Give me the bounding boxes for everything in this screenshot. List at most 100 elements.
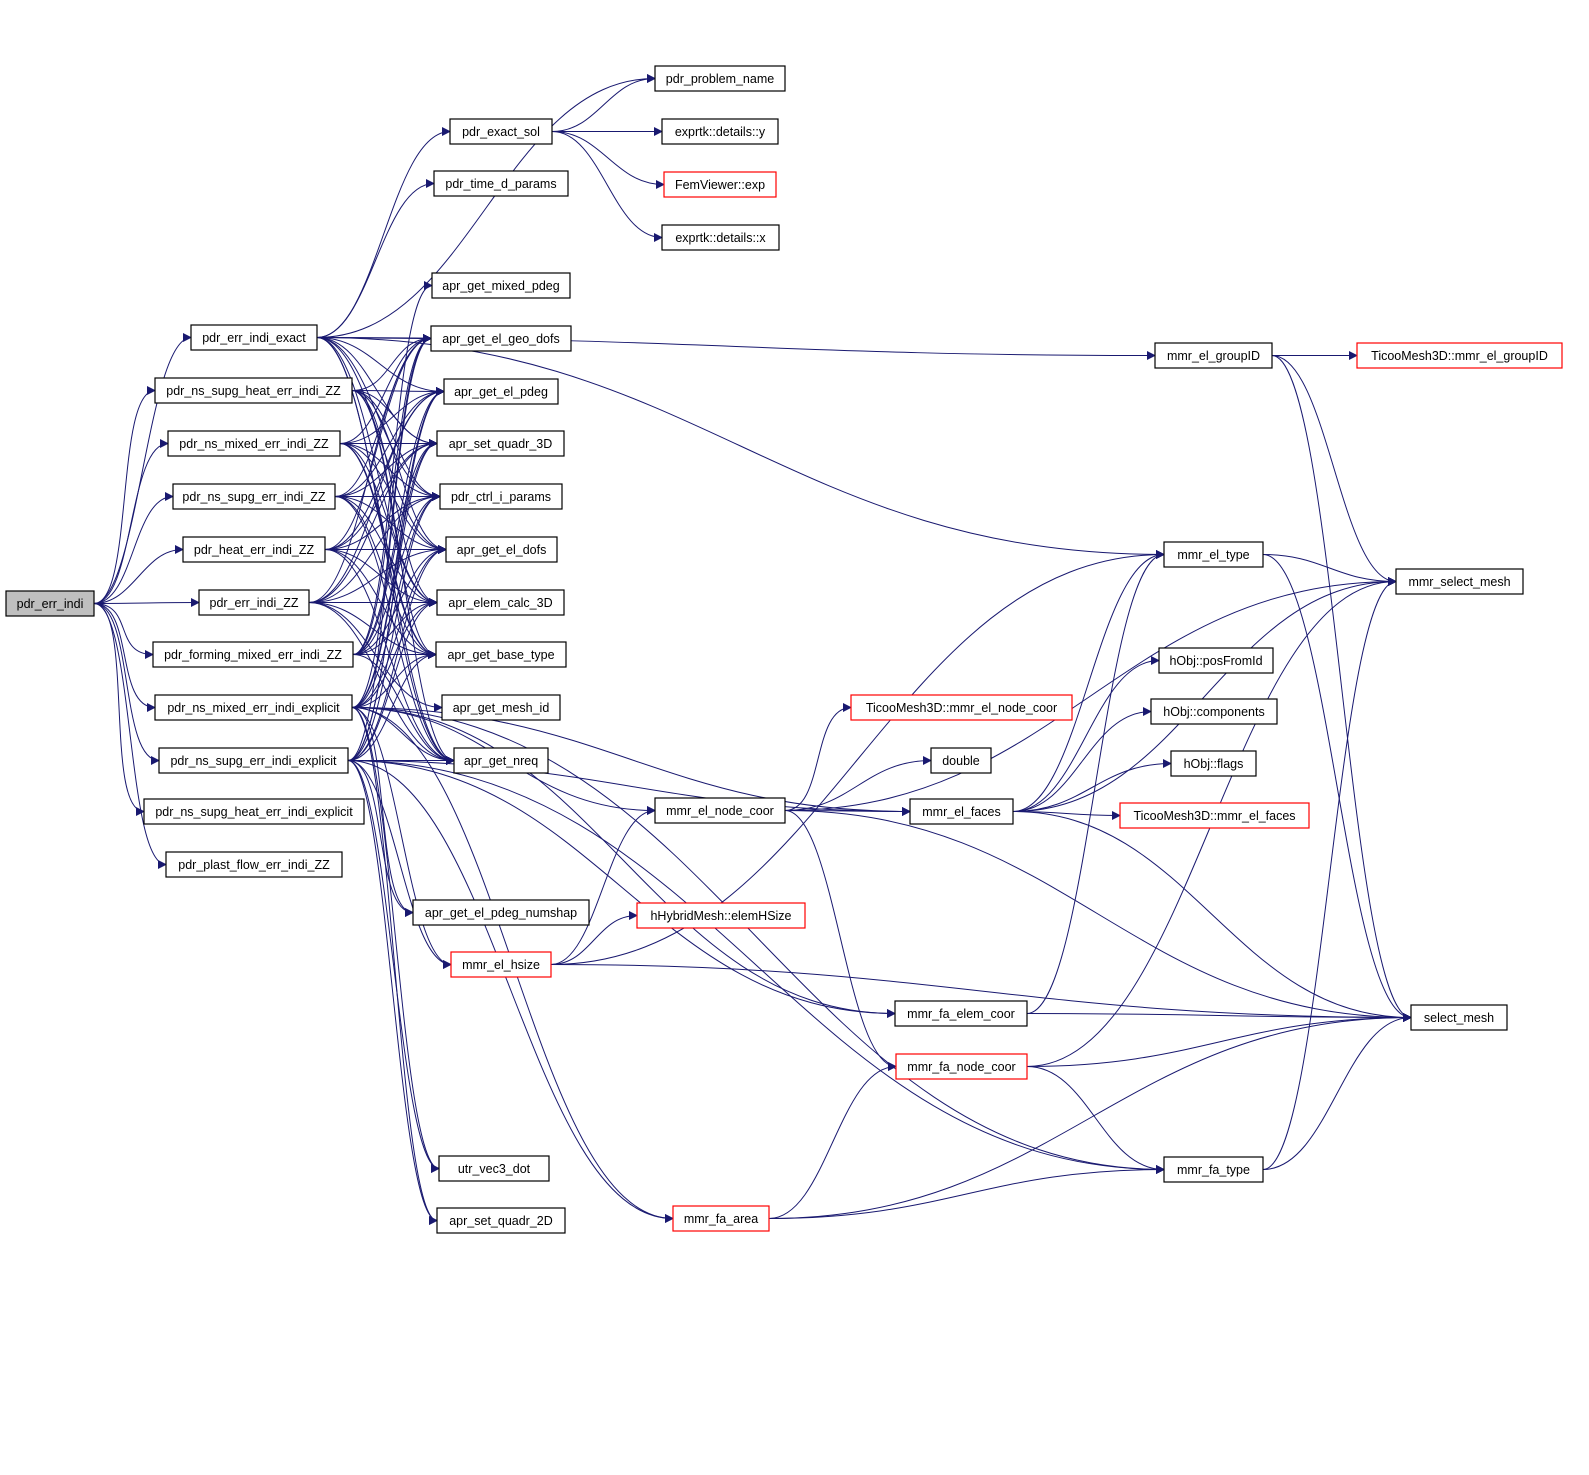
node-pdr_ctrl_i_params[interactable]: pdr_ctrl_i_params: [439, 483, 563, 510]
node-label: select_mesh: [1424, 1011, 1494, 1025]
node-femviewer_exp[interactable]: FemViewer::exp: [663, 171, 777, 198]
node-box: [443, 378, 559, 405]
node-box: [436, 430, 565, 457]
node-label: pdr_ns_mixed_err_indi_ZZ: [179, 437, 329, 451]
edge-pdr_ns_mixed_err_indi_explicit-to-apr_set_quadr_2D: [351, 707, 438, 1225]
edge-pdr_ns_supg_err_indi_explicit-to-utr_vec3_dot: [347, 760, 440, 1173]
node-box: [1154, 342, 1273, 369]
node-pdr_problem_name[interactable]: pdr_problem_name: [654, 65, 786, 92]
node-box: [433, 170, 569, 197]
node-label: TicooMesh3D::mmr_el_faces: [1133, 809, 1295, 823]
node-mmr_el_node_coor[interactable]: mmr_el_node_coor: [654, 797, 786, 824]
node-pdr_plast_flow_err_indi_ZZ[interactable]: pdr_plast_flow_err_indi_ZZ: [165, 851, 343, 878]
node-apr_get_nreq[interactable]: apr_get_nreq: [453, 747, 549, 774]
node-label: pdr_ns_supg_heat_err_indi_ZZ: [166, 384, 341, 398]
node-pdr_err_indi_exact[interactable]: pdr_err_indi_exact: [190, 324, 318, 351]
node-pdr_forming_mixed_err_indi_ZZ[interactable]: pdr_forming_mixed_err_indi_ZZ: [152, 641, 354, 668]
node-apr_set_quadr_2D[interactable]: apr_set_quadr_2D: [436, 1207, 566, 1234]
node-box: [430, 325, 572, 352]
edge-mmr_el_node_coor-to-mmr_select_mesh: [784, 577, 1397, 811]
node-pdr_time_d_params[interactable]: pdr_time_d_params: [433, 170, 569, 197]
edge-mmr_el_type-to-mmr_select_mesh: [1262, 554, 1397, 586]
node-box: [1158, 647, 1274, 674]
node-box: [182, 536, 326, 563]
node-double[interactable]: double: [930, 747, 992, 774]
node-label: pdr_ctrl_i_params: [451, 490, 551, 504]
node-hobj_posfromid[interactable]: hObj::posFromId: [1158, 647, 1274, 674]
node-label: pdr_time_d_params: [445, 177, 556, 191]
node-hybrid_elemhsize[interactable]: hHybridMesh::elemHSize: [636, 902, 806, 929]
edge-pdr_forming_mixed_err_indi_ZZ-to-apr_set_quadr_3D: [352, 439, 438, 655]
node-label: apr_get_nreq: [464, 754, 538, 768]
edge-pdr_ns_supg_err_indi_explicit-to-apr_get_el_geo_dofs: [347, 334, 432, 761]
node-pdr_ns_supg_err_indi_ZZ[interactable]: pdr_ns_supg_err_indi_ZZ: [172, 483, 336, 510]
node-pdr_heat_err_indi_ZZ[interactable]: pdr_heat_err_indi_ZZ: [182, 536, 326, 563]
node-hobj_flags[interactable]: hObj::flags: [1170, 750, 1257, 777]
edge-pdr_ns_supg_err_indi_explicit-to-pdr_ctrl_i_params: [347, 492, 441, 761]
node-pdr_ns_mixed_err_indi_explicit[interactable]: pdr_ns_mixed_err_indi_explicit: [154, 694, 353, 721]
node-apr_get_el_pdeg[interactable]: apr_get_el_pdeg: [443, 378, 559, 405]
node-box: [441, 694, 561, 721]
node-apr_set_quadr_3D[interactable]: apr_set_quadr_3D: [436, 430, 565, 457]
node-exprtk_y[interactable]: exprtk::details::y: [661, 118, 779, 145]
node-pdr_ns_mixed_err_indi_ZZ[interactable]: pdr_ns_mixed_err_indi_ZZ: [167, 430, 341, 457]
edge-pdr_err_indi_exact-to-apr_get_el_pdeg: [316, 337, 445, 396]
node-apr_elem_calc_3D[interactable]: apr_elem_calc_3D: [436, 589, 565, 616]
node-label: hObj::components: [1163, 705, 1264, 719]
edge-mmr_el_groupID-to-select_mesh: [1271, 355, 1412, 1022]
node-exprtk_x[interactable]: exprtk::details::x: [661, 224, 780, 251]
node-box: [449, 118, 553, 145]
node-label: mmr_el_hsize: [462, 958, 540, 972]
node-label: apr_get_el_dofs: [457, 543, 547, 557]
node-box: [636, 902, 806, 929]
edge-pdr_err_indi_exact-to-pdr_time_d_params: [316, 179, 435, 338]
node-mmr_el_faces[interactable]: mmr_el_faces: [909, 798, 1014, 825]
edge-pdr_ns_mixed_err_indi_ZZ-to-pdr_ctrl_i_params: [339, 443, 441, 501]
node-ticoo_el_node_coor[interactable]: TicooMesh3D::mmr_el_node_coor: [850, 694, 1073, 721]
node-apr_get_el_geo_dofs[interactable]: apr_get_el_geo_dofs: [430, 325, 572, 352]
edge-pdr_ns_supg_err_indi_explicit-to-apr_get_base_type: [347, 650, 437, 761]
node-mmr_el_type[interactable]: mmr_el_type: [1163, 541, 1264, 568]
node-select_mesh[interactable]: select_mesh: [1410, 1004, 1508, 1031]
node-mmr_fa_area[interactable]: mmr_fa_area: [672, 1205, 770, 1232]
edge-mmr_fa_type-to-select_mesh: [1262, 1013, 1412, 1170]
node-label: mmr_fa_area: [684, 1212, 758, 1226]
node-pdr_err_indi_ZZ[interactable]: pdr_err_indi_ZZ: [198, 589, 310, 616]
node-label: pdr_forming_mixed_err_indi_ZZ: [164, 648, 342, 662]
node-pdr_ns_supg_err_indi_explicit[interactable]: pdr_ns_supg_err_indi_explicit: [158, 747, 349, 774]
edge-mmr_fa_node_coor-to-select_mesh: [1026, 1013, 1412, 1067]
node-mmr_el_hsize[interactable]: mmr_el_hsize: [450, 951, 552, 978]
node-pdr_ns_supg_heat_err_indi_explicit[interactable]: pdr_ns_supg_heat_err_indi_explicit: [143, 798, 365, 825]
node-pdr_ns_supg_heat_err_indi_ZZ[interactable]: pdr_ns_supg_heat_err_indi_ZZ: [154, 377, 353, 404]
nodes-layer: pdr_err_indi pdr_err_indi_exact pdr_ns_sup…: [5, 65, 1563, 1234]
node-pdr_err_indi[interactable]: pdr_err_indi: [5, 590, 95, 617]
node-box: [895, 1053, 1028, 1080]
edge-pdr_err_indi_ZZ-to-pdr_ctrl_i_params: [308, 492, 441, 603]
edge-pdr_err_indi-to-pdr_forming_mixed_err_indi_ZZ: [93, 603, 154, 659]
node-ticoo_el_faces[interactable]: TicooMesh3D::mmr_el_faces: [1119, 802, 1310, 829]
node-ticoo_el_groupid[interactable]: TicooMesh3D::mmr_el_groupID: [1356, 342, 1563, 369]
node-utr_vec3_dot[interactable]: utr_vec3_dot: [438, 1155, 550, 1182]
node-apr_get_mesh_id[interactable]: apr_get_mesh_id: [441, 694, 561, 721]
node-apr_get_mixed_pdeg[interactable]: apr_get_mixed_pdeg: [431, 272, 571, 299]
node-mmr_fa_node_coor[interactable]: mmr_fa_node_coor: [895, 1053, 1028, 1080]
node-mmr_select_mesh[interactable]: mmr_select_mesh: [1395, 568, 1524, 595]
node-box: [436, 1207, 566, 1234]
node-apr_get_base_type[interactable]: apr_get_base_type: [435, 641, 567, 668]
node-hobj_components[interactable]: hObj::components: [1150, 698, 1278, 725]
node-box: [412, 899, 590, 926]
edge-pdr_err_indi_exact-to-pdr_ctrl_i_params: [316, 337, 441, 501]
node-box: [431, 272, 571, 299]
node-box: [436, 589, 565, 616]
node-mmr_el_groupID[interactable]: mmr_el_groupID: [1154, 342, 1273, 369]
edge-pdr_ns_supg_err_indi_explicit-to-apr_elem_calc_3D: [347, 598, 438, 761]
node-apr_get_el_dofs[interactable]: apr_get_el_dofs: [445, 536, 558, 563]
node-pdr_exact_sol[interactable]: pdr_exact_sol: [449, 118, 553, 145]
node-box: [172, 483, 336, 510]
node-apr_get_el_pdeg_numshap[interactable]: apr_get_el_pdeg_numshap: [412, 899, 590, 926]
edge-mmr_fa_area-to-select_mesh: [768, 1013, 1412, 1219]
edge-pdr_err_indi-to-pdr_ns_supg_err_indi_ZZ: [93, 492, 174, 604]
node-mmr_fa_elem_coor[interactable]: mmr_fa_elem_coor: [894, 1000, 1028, 1027]
node-mmr_fa_type[interactable]: mmr_fa_type: [1163, 1156, 1264, 1183]
